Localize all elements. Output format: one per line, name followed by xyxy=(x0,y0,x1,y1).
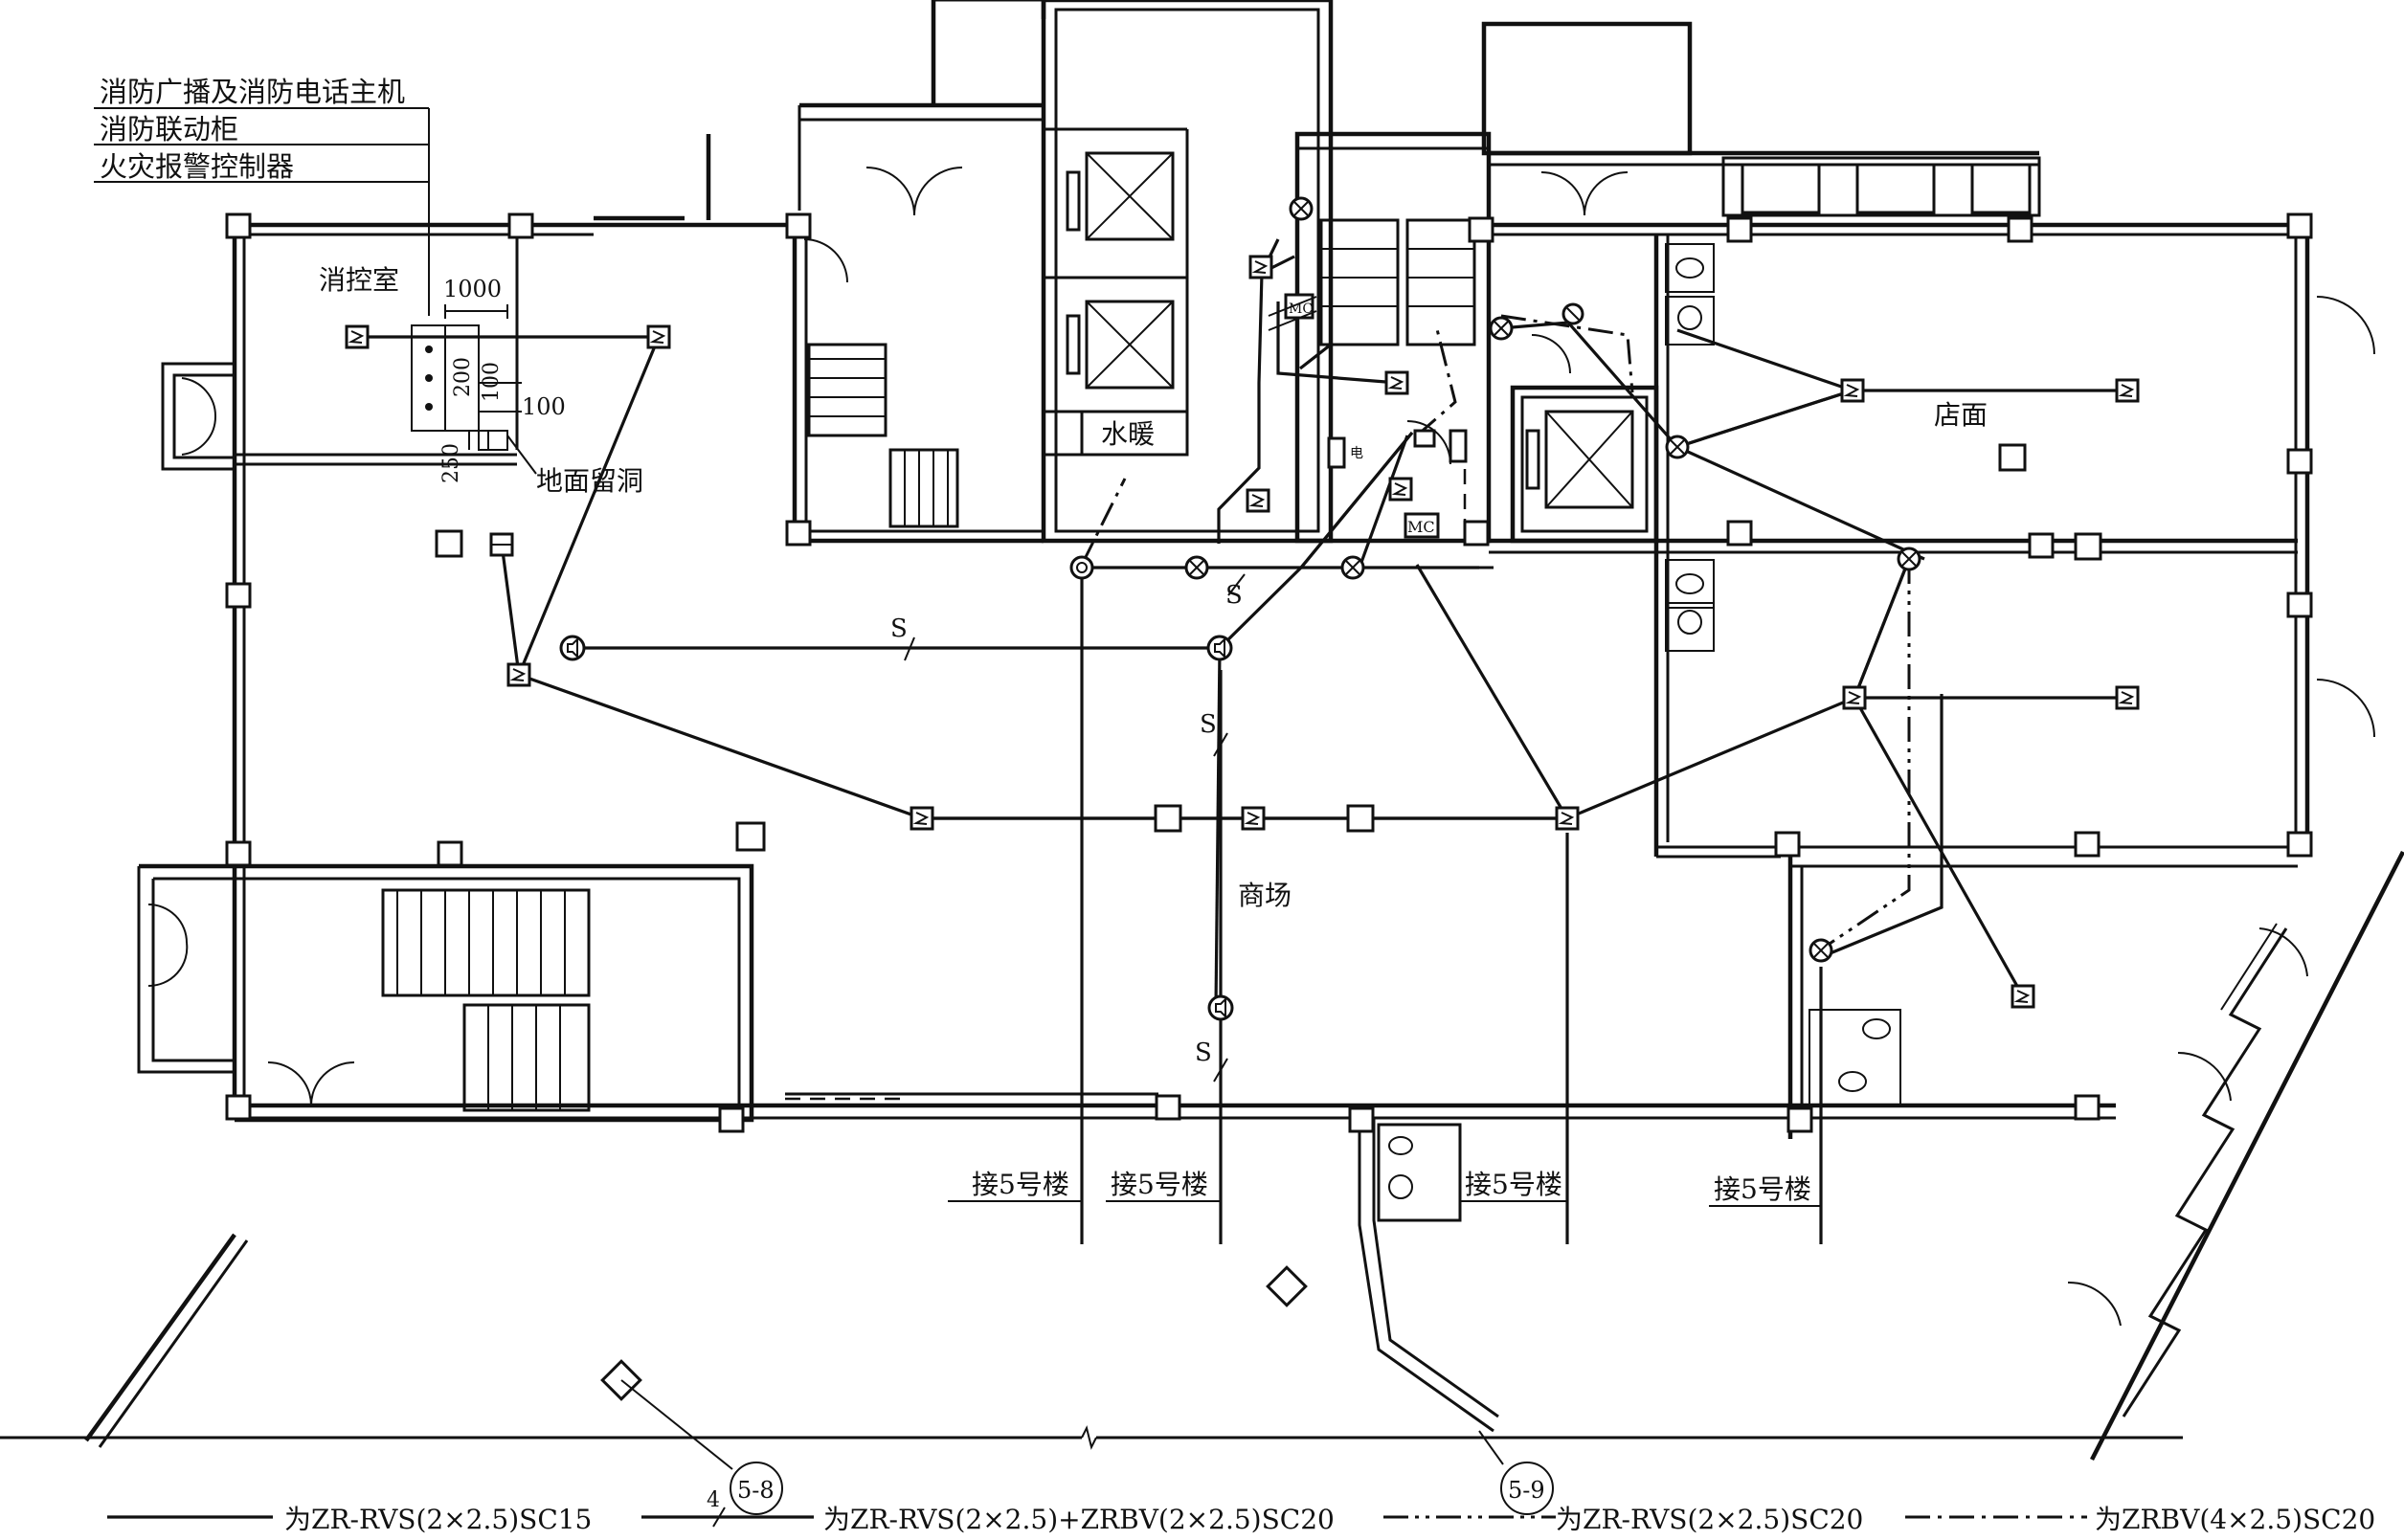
building-walls xyxy=(0,0,2404,1462)
room-shop: 店面 xyxy=(1934,399,1988,431)
connect-building5: 接5号楼 xyxy=(1714,1173,1811,1205)
room-hvac: 水暖 xyxy=(1101,418,1155,450)
manual-call-points xyxy=(1069,196,1921,963)
structural-columns xyxy=(225,212,2313,1133)
section-callouts: 5-8 5-9 xyxy=(620,1379,1554,1515)
loudspeaker xyxy=(559,635,586,661)
mc-label-2: MC xyxy=(1407,518,1435,536)
smoke-detector xyxy=(910,806,934,831)
smoke-detector xyxy=(1248,255,1273,279)
smoke-detectors xyxy=(345,255,2140,1009)
room-mall: 商场 xyxy=(1238,880,1292,911)
dim-1000: 1000 xyxy=(443,276,502,302)
manual-call-point xyxy=(1069,555,1094,580)
legend-item-1: 为ZR-RVS(2×2.5)SC15 xyxy=(284,1504,592,1535)
wire-tags: S S S S xyxy=(890,573,1246,1082)
manual-call-point xyxy=(1489,316,1514,341)
loudspeakers xyxy=(559,635,1234,1021)
callout-5-8: 5-8 xyxy=(737,1477,775,1504)
dim-250: 250 xyxy=(439,443,463,483)
module-box xyxy=(1266,1265,1308,1307)
legend-item-3: 为ZR-RVS(2×2.5)SC20 xyxy=(1556,1504,1863,1535)
smoke-detector xyxy=(1842,685,1867,710)
wire-tag: S xyxy=(1200,710,1217,739)
smoke-detector xyxy=(1246,488,1270,513)
manual-call-point xyxy=(1340,555,1365,580)
wire-tag: S xyxy=(1195,1038,1212,1067)
equipment-list: 消防广播及消防电话主机 消防联动柜 火灾报警控制器 xyxy=(94,76,430,316)
module-box xyxy=(1154,804,1182,833)
module-box xyxy=(1346,804,1375,833)
module-boxes xyxy=(435,443,2102,1401)
loudspeaker xyxy=(1206,635,1233,661)
legend: 为ZR-RVS(2×2.5)SC15 4 为ZR-RVS(2×2.5)+ZRBV… xyxy=(107,1488,2375,1535)
dim-200: 200 xyxy=(451,357,475,397)
legend-item-2: 为ZR-RVS(2×2.5)+ZRBV(2×2.5)SC20 xyxy=(823,1504,1335,1535)
mc-module xyxy=(1404,512,1440,539)
connect-building5: 接5号楼 xyxy=(972,1169,1069,1200)
connection-labels: 接5号楼 接5号楼 接5号楼 接5号楼 xyxy=(948,1169,1821,1207)
special-wiring xyxy=(1080,314,1911,949)
legend-item-4: 为ZRBV(4×2.5)SC20 xyxy=(2095,1504,2375,1535)
fire-hydrant-button xyxy=(489,532,514,557)
manual-call-point xyxy=(1897,547,1921,571)
connect-building5: 接5号楼 xyxy=(1465,1169,1562,1200)
dim-100a: 100 xyxy=(480,362,504,402)
manual-call-point xyxy=(1809,938,1833,963)
smoke-detector xyxy=(646,324,671,349)
dimension-labels: 1000 200 100 100 250 地面留洞 xyxy=(439,276,643,497)
manual-call-point xyxy=(1665,435,1690,459)
smoke-detector xyxy=(1555,806,1580,831)
module-box xyxy=(2074,532,2102,561)
manual-call-point xyxy=(1289,196,1314,221)
label-alarm-controller: 火灾报警控制器 xyxy=(100,150,294,183)
panel-box xyxy=(1449,429,1468,463)
smoke-detector xyxy=(1384,370,1409,395)
module-box xyxy=(435,529,463,558)
electric-label: 电 xyxy=(1350,446,1363,461)
floor-opening-label: 地面留洞 xyxy=(536,465,643,497)
dim-100b: 100 xyxy=(522,393,566,420)
control-equipment-rack xyxy=(411,304,537,475)
stairs-and-elevators xyxy=(381,151,1634,1112)
room-control: 消控室 xyxy=(319,264,399,296)
wire-tag: S xyxy=(890,614,908,643)
fire-telephone xyxy=(1327,436,1346,469)
room-labels: 消控室 水暖 店面 商场 xyxy=(319,264,1988,911)
east-facade xyxy=(2122,923,2288,1417)
smoke-detector xyxy=(1840,378,1865,403)
smoke-detector xyxy=(1241,806,1266,831)
panel-box xyxy=(1413,429,1436,448)
callout-5-9: 5-9 xyxy=(1508,1477,1545,1504)
smoke-detector xyxy=(506,662,531,687)
smoke-detector xyxy=(345,324,370,349)
connect-building5: 接5号楼 xyxy=(1111,1169,1208,1200)
label-broadcast-host: 消防广播及消防电话主机 xyxy=(100,76,405,108)
module-box xyxy=(735,821,766,852)
smoke-detector xyxy=(2115,685,2140,710)
manual-call-point xyxy=(1561,302,1584,325)
doors xyxy=(147,167,2375,1327)
toilet-fixtures xyxy=(1388,243,1901,1199)
smoke-detector xyxy=(2011,984,2035,1009)
module-box xyxy=(1998,443,2027,472)
smoke-detector xyxy=(2115,378,2140,403)
loudspeaker xyxy=(1207,994,1234,1021)
core-equipment: MC MC 电 xyxy=(1268,293,1468,539)
wire-tag: S xyxy=(1225,581,1243,610)
smoke-detector xyxy=(1388,477,1413,502)
label-linkage-cabinet: 消防联动柜 xyxy=(100,113,238,145)
manual-call-point xyxy=(1184,555,1209,580)
legend-count: 4 xyxy=(707,1488,720,1512)
